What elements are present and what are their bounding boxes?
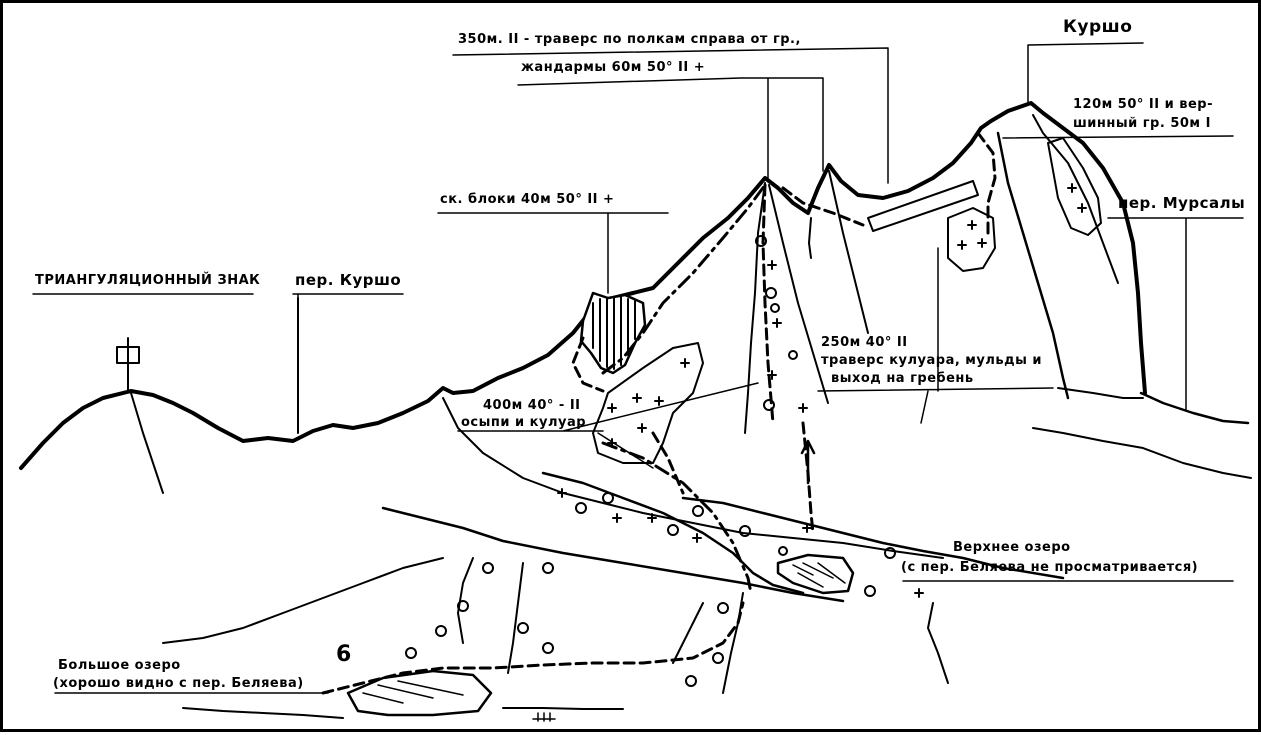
route-dashed-3 [761, 183, 775, 425]
marsh-mark [532, 712, 556, 722]
route-ridge [601, 183, 767, 375]
left-hill-drop [130, 392, 164, 494]
scree-crosses [557, 183, 1087, 598]
label-pass-mursaly: пер. Мурсалы [1118, 194, 1246, 212]
route-dashed-5 [976, 131, 997, 235]
leader-lines [32, 42, 1244, 694]
label-gendarmes: жандармы 60м 50° II + [521, 60, 706, 75]
rock-blocks-hatch [592, 296, 636, 370]
peak-spur-2 [768, 184, 829, 404]
valley-line-11 [502, 707, 624, 710]
snow-field-1 [592, 342, 704, 464]
scree-circles [405, 235, 896, 687]
big-lake-hatch [362, 680, 464, 704]
valley-line-5 [457, 557, 474, 644]
label-couloir-traverse-1: 250м 40° II [821, 335, 908, 350]
valley-line-6 [507, 562, 524, 674]
right-slope [1032, 427, 1252, 479]
mid-slope [1057, 387, 1144, 399]
route-sketch [19, 42, 1252, 722]
valley-line-3 [681, 496, 1065, 580]
label-pass-kursho: пер. Куршо [295, 271, 402, 289]
route-ascent-arrow [800, 439, 816, 485]
main-ridge-line [19, 101, 1147, 470]
valley-line-10 [182, 707, 344, 719]
label-traverse-ledges: 350м. II - траверс по полкам справа от г… [458, 32, 801, 47]
snow-field-3 [1047, 137, 1102, 236]
notch-spur [808, 217, 812, 259]
right-face-1 [996, 131, 1070, 400]
valley-line-4 [162, 557, 444, 644]
left-spur [442, 397, 944, 559]
peak-spur-1 [744, 182, 766, 434]
label-couloir-traverse-2: траверс кулуара, мульды и [821, 353, 1043, 368]
valley-line-1 [381, 506, 845, 603]
valley-line-2 [541, 471, 805, 595]
label-scree-couloir-2: осыпи и кулуар [461, 415, 587, 430]
label-summit-ridge-2: шинный гр. 50м I [1073, 116, 1211, 131]
mursaly-spur [1139, 391, 1250, 425]
upper-lake [776, 553, 855, 595]
right-face-2 [1032, 114, 1119, 284]
label-bivouac-number: 6 [336, 642, 352, 667]
label-big-lake-1: Большое озеро [58, 658, 181, 673]
label-couloir-traverse-3: выход на гребень [831, 371, 974, 386]
valley-line-9 [927, 602, 949, 684]
route-dashed-1 [571, 336, 605, 393]
couloir-line [828, 170, 869, 334]
big-lake [346, 669, 493, 717]
label-summit-ridge-1: 120м 50° II и вер- [1073, 97, 1213, 112]
route-dashed-4 [781, 186, 865, 227]
upper-lake-hatch [792, 562, 846, 588]
valley-line-8 [722, 592, 744, 694]
valley-line-7 [672, 602, 704, 664]
label-upper-lake-1: Верхнее озеро [953, 540, 1071, 555]
route-dashed-2 [651, 431, 685, 495]
label-upper-lake-2: (с пер. Беляева не просматривается) [901, 560, 1199, 575]
ledge-strip [867, 180, 979, 232]
route-dashed-big-lake [321, 601, 745, 695]
label-peak-kursho: Куршо [1063, 17, 1133, 37]
label-scree-couloir-1: 400м 40° - II [483, 398, 581, 413]
label-trig-sign: ТРИАНГУЛЯЦИОННЫЙ ЗНАК [35, 273, 261, 288]
snow-field-2 [947, 207, 996, 272]
label-big-lake-2: (хорошо видно с пер. Беляева) [53, 676, 304, 691]
label-blocks: ск. блоки 40м 50° II + [440, 192, 615, 207]
route-lower [601, 441, 753, 595]
